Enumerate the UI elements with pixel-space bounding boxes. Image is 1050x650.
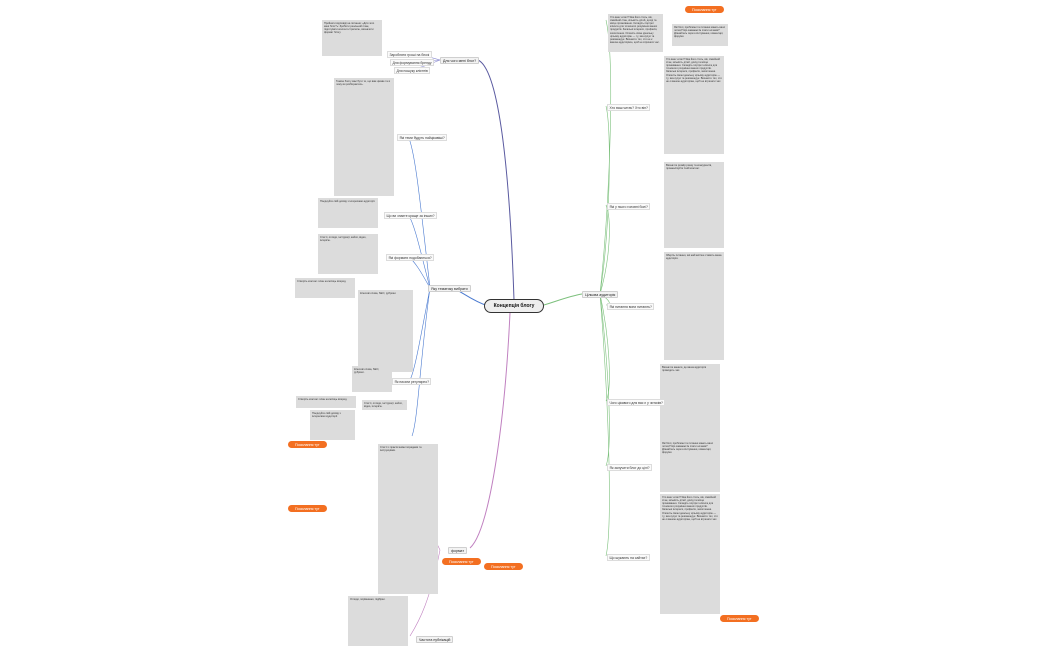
- why-note: Прийняти відповіді на питання: «Для чого…: [322, 20, 382, 56]
- branch-format[interactable]: формат: [448, 547, 467, 555]
- why-item[interactable]: Для пошуку клієнтів: [394, 67, 431, 74]
- audience-note: Хто ваш читач? Яка його стать, вік, сіме…: [660, 494, 720, 614]
- audience-note: Які болі, проблеми та питання мають ваші…: [660, 440, 720, 492]
- branch-frequency[interactable]: Частота публікацій: [416, 636, 454, 644]
- content-note: Створіть контент-план на місяць вперед.: [296, 396, 356, 408]
- content-question[interactable]: Як писати регулярно?: [392, 378, 432, 385]
- branch-content[interactable]: Яку тематику вибрати: [428, 285, 471, 293]
- audience-question[interactable]: Як залучити блог до цілі?: [607, 464, 653, 471]
- audience-note: Зберіть питання, які найчастіше ставить …: [664, 252, 724, 360]
- why-item[interactable]: Заробляти гроші на блозі: [387, 51, 432, 58]
- format-note: Огляди, порівняння, підбірки.: [348, 596, 408, 646]
- audience-question[interactable]: Що шукають на сайтах?: [607, 554, 650, 561]
- content-note: Статті, огляди, інструкції, кейси, відео…: [318, 234, 378, 274]
- content-note: Темою блогу має бути те, що вам цікаве т…: [334, 78, 394, 196]
- link-tag[interactable]: Посилання тут: [288, 505, 327, 512]
- link-tag[interactable]: Посилання тут: [288, 441, 327, 448]
- audience-note: Визначте канали, де ваша аудиторія прово…: [660, 364, 720, 444]
- link-tag[interactable]: Посилання тут: [720, 615, 759, 622]
- link-tag[interactable]: Посилання тут: [685, 6, 724, 13]
- audience-question[interactable]: Які у нього головні болі?: [607, 203, 651, 210]
- content-note: Статті, огляди, інструкції, кейси, відео…: [362, 400, 407, 410]
- content-question[interactable]: Які формати подобаються?: [386, 254, 435, 261]
- audience-note: Які болі, проблеми та питання мають ваші…: [672, 24, 728, 46]
- link-tag[interactable]: Посилання тут: [484, 563, 523, 570]
- content-note: Ключові слова, SEO, рубрики.: [352, 366, 392, 392]
- audience-question[interactable]: Хто ваш читач? Хто він?: [607, 104, 651, 111]
- audience-question[interactable]: Чого цікавого для вас є у читачів?: [607, 399, 666, 406]
- content-question[interactable]: Що ви знаєте краще за інших?: [384, 212, 438, 219]
- link-tag[interactable]: Посилання тут: [442, 558, 481, 565]
- branch-audience[interactable]: Цільова аудиторія: [582, 291, 619, 299]
- branch-why[interactable]: Для чого мені блог?: [440, 57, 480, 65]
- audience-note: Визначте розмір ринку та конкурентів, пр…: [664, 162, 724, 248]
- audience-note: Хто ваш читач? Яка його стать, вік, сіме…: [608, 14, 663, 52]
- content-note: Створіть контент-план на місяць вперед.: [295, 278, 355, 298]
- audience-question[interactable]: Які питання вони питають?: [607, 303, 655, 310]
- content-note: Ключові слова, SEO, рубрики.: [358, 290, 413, 372]
- why-item[interactable]: Для формування бренду: [390, 59, 435, 66]
- content-note: Поєднуйте свій досвід з інтересами аудит…: [310, 410, 355, 440]
- audience-note: Хто ваш читач? Яка його стать, вік, сіме…: [664, 56, 724, 154]
- content-question[interactable]: Які теми будуть найцікавіші?: [397, 134, 448, 141]
- central-topic[interactable]: Концепція блогу: [484, 299, 544, 313]
- content-note: Поєднуйте свій досвід з інтересами аудит…: [318, 198, 378, 228]
- format-note: Статті з практичними порадами та інструк…: [378, 444, 438, 594]
